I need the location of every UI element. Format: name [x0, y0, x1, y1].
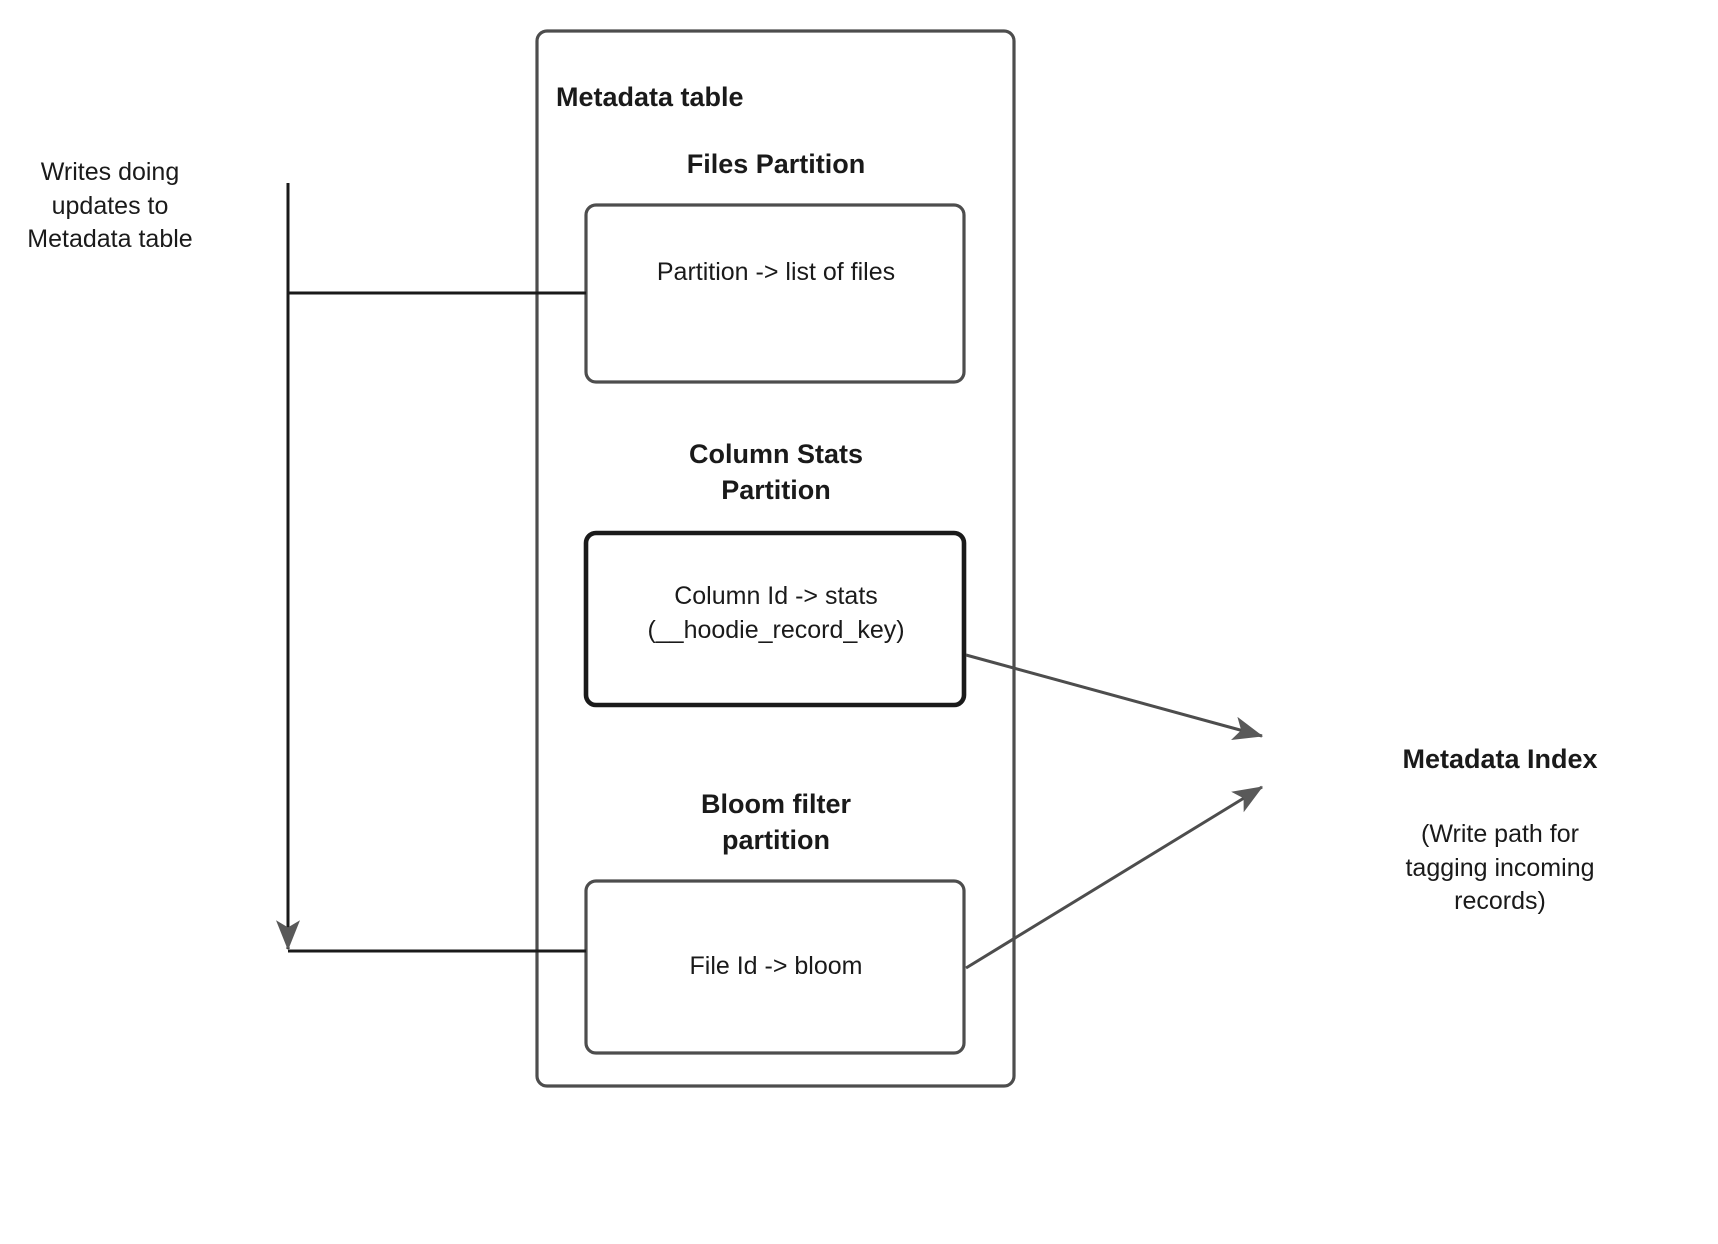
metadata-table-title: Metadata table — [556, 82, 744, 112]
metadata-index-subtitle: (Write path for tagging incoming records… — [1405, 820, 1595, 915]
metadata-index-title: Metadata Index — [1402, 744, 1598, 774]
writes-source-label: Writes doing updates to Metadata table — [27, 158, 193, 253]
column-stats-box-label: Column Id -> stats (__hoodie_record_key) — [647, 582, 905, 644]
bloom-filter-region — [586, 881, 964, 1053]
column-stats-partition-heading: Column Stats Partition — [688, 439, 863, 506]
files-partition-region — [586, 205, 964, 382]
files-partition-box-label: Partition -> list of files — [656, 258, 896, 286]
files-partition-heading: Files Partition — [686, 149, 866, 179]
column-stats-region — [586, 533, 964, 705]
bloom-filter-partition-heading: Bloom filter partition — [700, 789, 851, 856]
bloom-filter-box-label: File Id -> bloom — [689, 952, 863, 980]
